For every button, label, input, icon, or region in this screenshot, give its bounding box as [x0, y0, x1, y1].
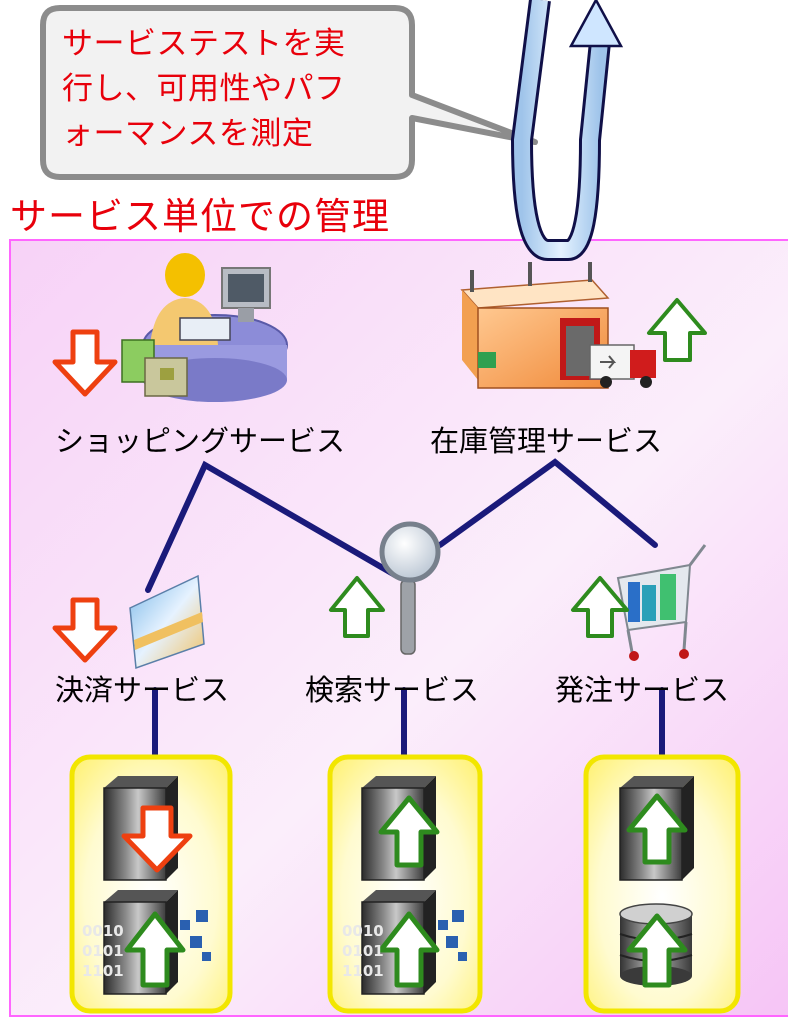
- service-label-order: 発注サービス: [555, 673, 730, 707]
- status-up-arrow-icon: [378, 795, 440, 868]
- cycle-arrow-icon: [510, 0, 624, 261]
- service-label-shopping: ショッピングサービス: [55, 424, 346, 458]
- status-up-arrow-icon: [124, 911, 186, 988]
- binary-data-payment: 0010 0101 1101: [82, 922, 124, 980]
- credit-card-icon: [129, 574, 205, 670]
- callout-line-1: サービステストを実: [62, 26, 346, 62]
- svg-text:1101: 1101: [342, 962, 384, 980]
- service-label-inventory: 在庫管理サービス: [430, 424, 663, 458]
- shopping-cart-icon: [616, 544, 707, 661]
- status-down-arrow-icon: [121, 805, 193, 873]
- service-label-payment: 決済サービス: [55, 673, 230, 707]
- svg-text:0101: 0101: [342, 942, 384, 960]
- svg-text:0010: 0010: [82, 922, 124, 940]
- callout-line-3: ォーマンスを測定: [62, 116, 314, 152]
- section-title: サービス単位での管理: [10, 195, 390, 238]
- binary-data-search: 0010 0101 1101: [342, 922, 384, 980]
- svg-text:0101: 0101: [82, 942, 124, 960]
- service-label-search: 検索サービス: [305, 673, 480, 707]
- status-up-arrow-icon: [647, 298, 707, 362]
- warehouse-icon: [460, 262, 656, 389]
- status-up-arrow-icon: [626, 913, 688, 988]
- callout-bubble: [40, 5, 538, 180]
- status-up-arrow-icon: [571, 576, 629, 638]
- magnifier-icon: [379, 521, 441, 655]
- status-down-arrow-icon: [52, 329, 118, 397]
- status-up-arrow-icon: [378, 911, 440, 988]
- callout-text: サービステストを実 行し、可用性やパフ ォーマンスを測定: [62, 22, 392, 157]
- status-up-arrow-icon: [626, 793, 688, 865]
- status-up-arrow-icon: [329, 576, 385, 638]
- shopping-person-icon: [121, 253, 288, 402]
- callout-line-2: 行し、可用性やパフ: [62, 71, 346, 107]
- svg-text:1101: 1101: [82, 962, 124, 980]
- status-down-arrow-icon: [52, 597, 118, 663]
- svg-text:0010: 0010: [342, 922, 384, 940]
- connector-lines: [145, 458, 665, 760]
